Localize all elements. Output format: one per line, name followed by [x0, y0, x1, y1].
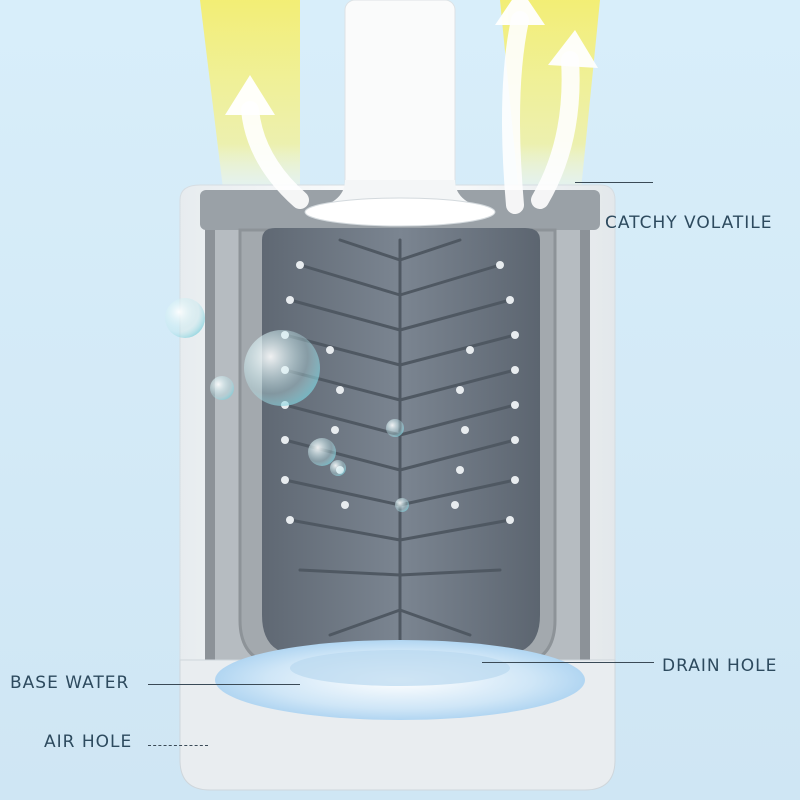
handle-collar — [304, 197, 496, 227]
drain-hole-label: DRAIN HOLE — [662, 656, 778, 676]
base-water-leader — [148, 684, 300, 685]
brush-handle — [344, 0, 456, 201]
catchy-volatile-label: CATCHY VOLATILE — [605, 213, 773, 233]
bristles — [283, 238, 517, 642]
catchy-volatile-leader — [575, 182, 653, 183]
airflow-arrows — [241, 11, 580, 214]
base-water-label: BASE WATER — [10, 673, 130, 693]
bubbles — [165, 298, 409, 512]
drain-hole-leader — [482, 662, 654, 663]
air-hole-leader — [148, 745, 208, 746]
bristle-tips — [281, 261, 519, 524]
airflow-arrowheads — [225, 0, 598, 115]
air-hole-label: AIR HOLE — [44, 732, 133, 752]
